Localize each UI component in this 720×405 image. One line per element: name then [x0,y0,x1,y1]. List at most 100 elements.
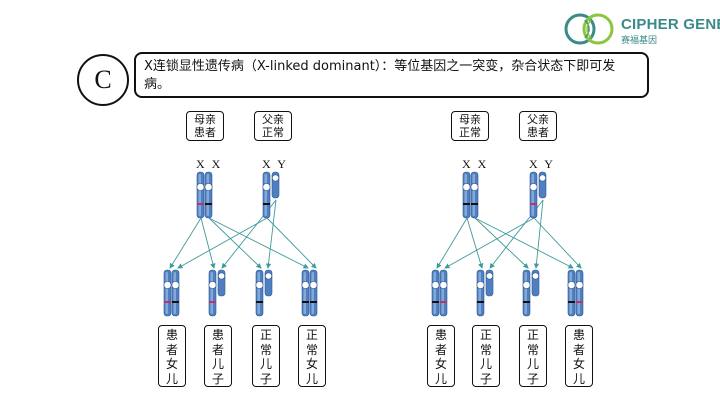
gene-band [302,301,309,303]
chromatid-highlight [478,272,481,314]
centromere [204,183,213,191]
left-child-2-box: 患者儿子 [204,325,232,387]
left-child-3-char: 正 [259,328,272,342]
left-child-4-box: 正常女儿 [298,325,326,387]
gene-band [523,301,530,303]
left-mother-status: 患者 [194,126,216,139]
left-child-1-box: 患者女儿 [158,325,186,387]
left-child-1-char: 女 [165,357,178,371]
chromatid-highlight [257,272,260,314]
right-child-4-chromosomes [567,269,584,317]
right-mother-box: 母亲 正常 [451,111,489,141]
centromere [431,281,440,289]
right-child-1-char: 儿 [434,371,447,386]
centromere [470,183,479,191]
centromere [575,281,584,289]
left-child-2-char: 儿 [211,357,224,371]
gene-band [568,301,575,303]
left-child-2-char: 子 [211,371,224,386]
logo-name: CIPHER GENE [621,16,720,33]
right-child-4-char: 患 [572,328,585,342]
centromere [171,281,180,289]
left-child-4-char: 正 [305,328,318,342]
right-child-3-char: 常 [526,342,539,357]
centromere [264,272,272,280]
chromatid-highlight [577,272,580,314]
centromere [522,281,531,289]
left-father-box: 父亲 正常 [254,111,292,141]
gene-band [205,203,212,205]
gene-band [256,301,263,303]
centromere [485,272,493,280]
right-father-role: 父亲 [527,113,549,126]
centromere [218,272,226,280]
centromere [309,281,318,289]
right-child-2-char: 常 [479,342,492,357]
mutation-band [197,203,204,205]
centromere [262,183,271,191]
right-child-2-char: 儿 [479,357,492,371]
centromere [301,281,310,289]
inheritance-arrow [533,199,544,269]
inheritance-arrow [265,199,277,269]
centromere [163,281,172,289]
left-child-4-char: 儿 [305,371,318,386]
left-father-status: 正常 [262,126,284,139]
centromere [439,281,448,289]
left-child-2-chromosomes [208,269,226,317]
inheritance-arrow [466,217,484,269]
chromatid-highlight [311,272,314,314]
right-father-chrom-label: X Y [529,157,555,171]
left-child-3-char: 子 [259,371,272,386]
left-child-4-char: 常 [305,342,318,357]
gene-band [471,203,478,205]
centromere [529,183,538,191]
left-child-4-chromosomes [301,269,318,317]
chromatid-highlight [303,272,306,314]
chromatid-highlight [165,272,168,314]
chromatid-highlight [264,174,267,216]
right-father-chromosomes [529,171,547,219]
chromatid-highlight [524,272,527,314]
left-child-3-char: 常 [259,342,272,357]
inheritance-arrow [444,217,535,269]
right-child-3-char: 正 [526,328,539,342]
gene-band [477,301,484,303]
centromere [531,272,539,280]
right-child-3-char: 儿 [526,357,539,371]
logo-subtitle: 赛福基因 [621,36,658,46]
mutation-band [164,301,171,303]
chromatid-highlight [210,272,213,314]
right-mother-chrom-label: X X [462,157,489,171]
right-child-1-char: 患 [434,328,447,342]
chromatid-highlight [206,174,209,216]
left-child-3-chromosomes [255,269,273,317]
right-mother-chromosomes [462,171,479,219]
left-child-2-char: 患 [211,328,224,342]
chromatid-highlight [531,174,534,216]
mutation-band [530,203,537,205]
inheritance-arrow [474,217,529,269]
inheritance-arrow [208,217,262,269]
left-child-1-char: 者 [165,342,178,357]
left-child-4-char: 女 [305,357,318,371]
centromere [462,183,471,191]
right-child-4-char: 者 [572,342,585,357]
left-child-3-box: 正常儿子 [252,325,280,387]
gene-band [310,301,317,303]
left-mother-box: 母亲 患者 [186,111,224,141]
chromatid-highlight [433,272,436,314]
chromatid-highlight [569,272,572,314]
right-child-1-char: 女 [434,357,447,371]
right-child-4-char: 女 [572,357,585,371]
left-father-chromosomes [262,171,280,219]
cipher-gene-logo: CIPHER GENE 赛福基因 [563,12,720,46]
right-child-2-chromosomes [476,269,494,317]
right-child-1-box: 患者女儿 [427,325,455,387]
gene-band [463,203,470,205]
mutation-band [576,301,583,303]
mutation-band [440,301,447,303]
inheritance-arrow [200,217,216,269]
chromosomes [163,171,584,317]
centromere [567,281,576,289]
